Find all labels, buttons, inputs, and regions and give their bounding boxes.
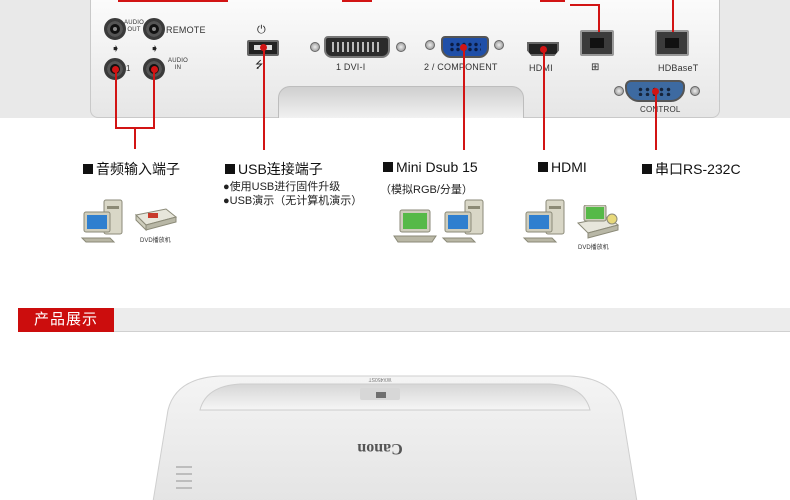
projector-product-image: Canon WX450ST	[152, 375, 638, 500]
audio-in-label: AUDIO IN	[168, 58, 189, 71]
port-title-hdmi: HDMI	[538, 159, 587, 175]
bullet-square	[642, 164, 652, 174]
hdbaset-port	[655, 30, 689, 56]
audio-link-icon-2: ➧	[150, 43, 160, 55]
dvd-player-icon-1	[134, 208, 178, 231]
callout-dot-hdmi	[540, 46, 547, 53]
audio-in-1-label: 1	[126, 64, 131, 73]
component-label: 2 / COMPONENT	[424, 62, 498, 72]
callout-vga	[463, 48, 465, 150]
db9-screw-left	[614, 86, 624, 96]
dvi-port	[324, 36, 390, 58]
hdbaset-label: HDBaseT	[658, 63, 699, 73]
section-header-bar	[18, 308, 790, 332]
callout-control	[655, 92, 657, 150]
panel-recess	[278, 86, 524, 118]
pc-icon-audio	[80, 199, 123, 243]
callout-lan-stub	[598, 4, 600, 32]
callout-hdmi	[543, 50, 545, 150]
callout-dot-usb	[260, 44, 267, 51]
callout-top-mid	[342, 0, 372, 2]
network-icon: ⊞	[591, 62, 600, 73]
connector-panel-photo: AUDIO OUT REMOTE ➧ ➧ 1 AUDIO IN 2 ⏻ ⭍ 1 …	[0, 0, 790, 118]
dvi-screw-right	[396, 42, 406, 52]
bullet-square	[225, 164, 235, 174]
callout-top-right	[540, 0, 565, 2]
audio-out-jack	[104, 18, 126, 40]
pc-icon-hdmi	[522, 199, 565, 243]
port-title-usb: USB连接端子	[225, 159, 323, 179]
callout-usb	[263, 48, 265, 150]
callout-hdbaset-stub	[672, 0, 674, 32]
callout-audio-down	[134, 127, 136, 149]
section-title: 产品展示	[18, 308, 114, 332]
port-title-dsub: Mini Dsub 15	[383, 159, 478, 175]
dvd-player-caption-1: DVD播放机	[140, 238, 171, 244]
callout-dot-audio-1	[112, 66, 119, 73]
dvd-player-icon-2	[576, 205, 620, 239]
usb-note-2: ●USB演示（无计算机演示）	[223, 195, 363, 207]
control-label: CONTROL	[640, 105, 681, 114]
callout-audio-2	[153, 70, 155, 128]
dvi-screw-left	[310, 42, 320, 52]
hdmi-label: HDMI	[529, 63, 553, 73]
usb-power-icon: ⏻	[257, 24, 266, 36]
laptop-icon	[393, 209, 437, 243]
model-name: WX450ST	[369, 376, 392, 382]
callout-dot-vga	[460, 44, 467, 51]
brand-logo: Canon	[357, 440, 402, 457]
bullet-square	[83, 164, 93, 174]
remote-jack	[143, 18, 165, 40]
usb-note-1: ●使用USB进行固件升级	[223, 181, 341, 193]
vga-screw-left	[425, 40, 435, 50]
bullet-square	[383, 162, 393, 172]
remote-label: REMOTE	[166, 25, 206, 35]
port-title-audio: 音频输入端子	[83, 159, 180, 179]
pc-icon-dsub	[441, 199, 484, 243]
db9-screw-right	[690, 86, 700, 96]
dvd-player-caption-2: DVD播放机	[578, 245, 609, 251]
callout-dot-control	[652, 88, 659, 95]
callout-top-left	[118, 0, 228, 2]
audio-link-icon: ➧	[111, 43, 121, 55]
callout-dot-audio-2	[151, 66, 158, 73]
lan-port	[580, 30, 614, 56]
port-title-serial: 串口RS-232C	[642, 159, 741, 179]
callout-audio-1	[115, 70, 117, 128]
dsub-subtitle: （模拟RGB/分量）	[380, 184, 473, 196]
usb-icon: ⭍	[255, 60, 264, 71]
dvi-label: 1 DVI-I	[336, 62, 366, 72]
audio-out-label: AUDIO OUT	[124, 20, 145, 33]
callout-lan-stub-h	[570, 4, 600, 6]
vga-screw-right	[494, 40, 504, 50]
bullet-square	[538, 162, 548, 172]
